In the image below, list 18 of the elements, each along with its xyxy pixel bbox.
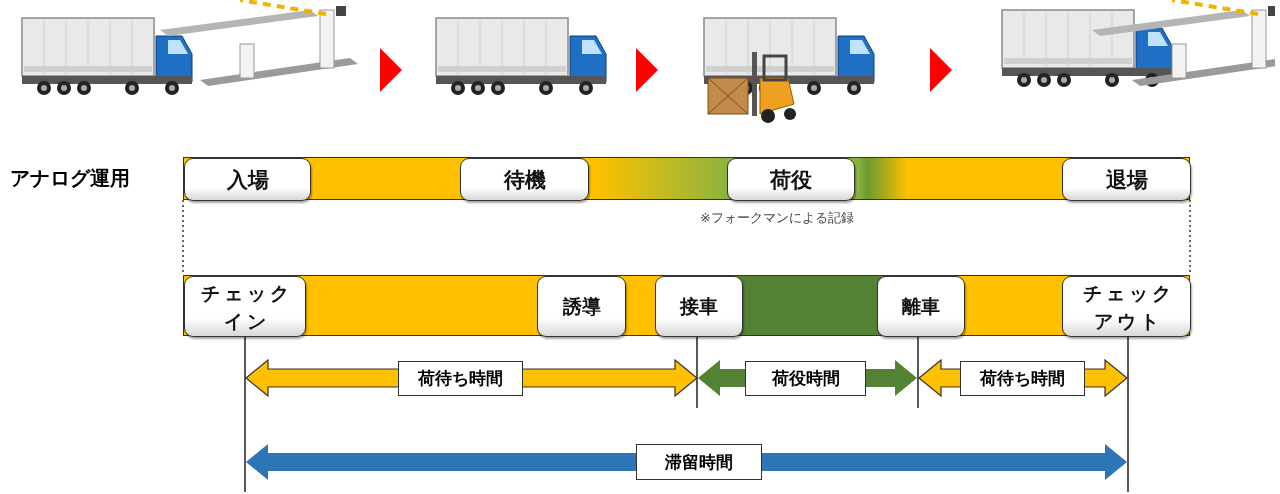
step-box: 入場 bbox=[184, 158, 311, 201]
arrow bbox=[930, 48, 952, 92]
step-box: 接車 bbox=[655, 276, 743, 337]
step-box: 待機 bbox=[460, 158, 589, 201]
step-box: チェックアウト bbox=[1062, 276, 1191, 337]
row-heading: アナログ運用 bbox=[10, 165, 130, 192]
note: ※フォークマンによる記録 bbox=[700, 209, 854, 227]
step-box: 荷役 bbox=[727, 158, 855, 201]
dimension-label: 滞留時間 bbox=[636, 444, 762, 480]
step-box: チェックイン bbox=[184, 276, 306, 337]
dimension-label: 荷役時間 bbox=[745, 361, 866, 396]
step-box: 離車 bbox=[877, 276, 965, 337]
arrow bbox=[380, 48, 402, 92]
arrow bbox=[636, 48, 658, 92]
step-box: 誘導 bbox=[537, 276, 626, 337]
dimension-label: 荷待ち時間 bbox=[960, 361, 1085, 396]
dimension-label: 荷待ち時間 bbox=[398, 361, 523, 396]
step-box: 退場 bbox=[1062, 158, 1191, 201]
